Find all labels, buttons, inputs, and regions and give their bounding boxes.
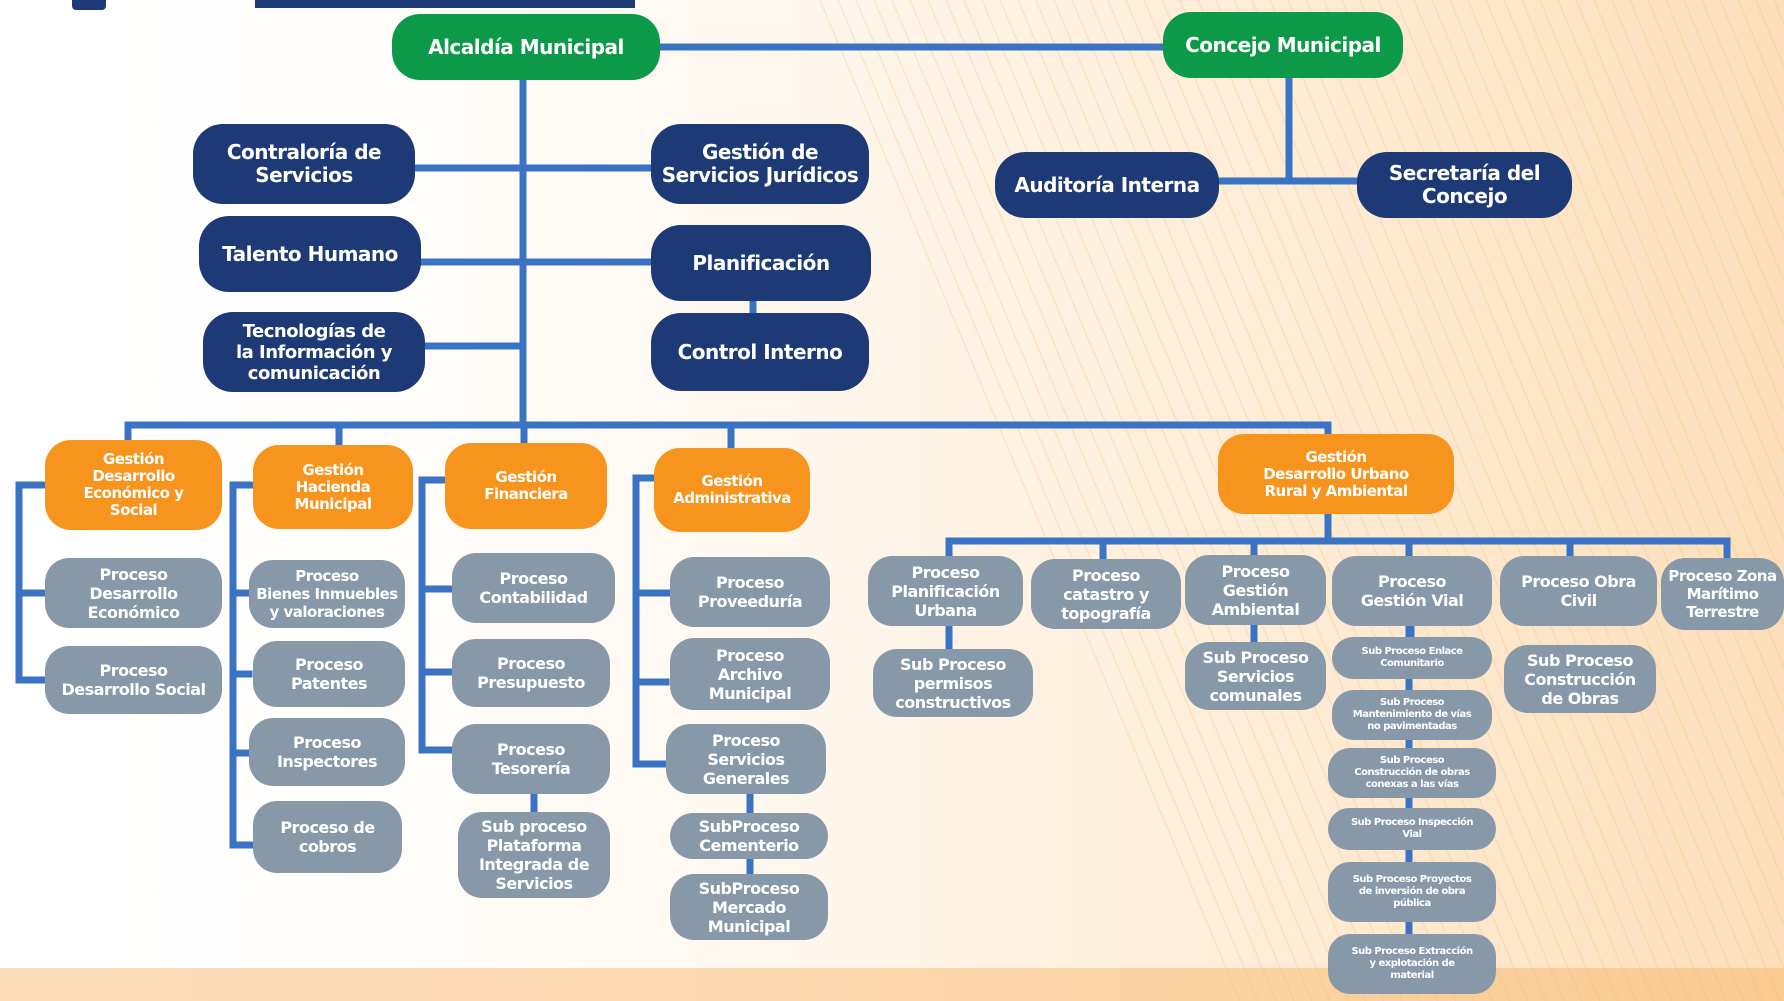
node-proceso-planificacion-urbana: Proceso Planificación Urbana	[868, 556, 1023, 626]
node-proceso-desarrollo-economico: Proceso Desarrollo Económico	[45, 558, 222, 628]
node-proceso-catastro-topografia: Proceso catastro y topografía	[1031, 559, 1181, 629]
node-gestion-servicios-juridicos: Gestión de Servicios Jurídicos	[651, 124, 869, 204]
node-subproceso-inspeccion-vial: Sub Proceso Inspección Vial	[1328, 808, 1496, 850]
node-gestion-administrativa: Gestión Administrativa	[654, 448, 810, 532]
node-proceso-contabilidad: Proceso Contabilidad	[452, 553, 615, 623]
node-subproceso-cementerio: SubProceso Cementerio	[670, 813, 828, 859]
node-proceso-zona-maritimo-terrestre: Proceso Zona Marítimo Terrestre	[1661, 558, 1784, 630]
logo-mark	[72, 0, 106, 10]
node-tecnologias-informacion: Tecnologías de la Información y comunica…	[203, 312, 425, 392]
node-auditoria-interna: Auditoría Interna	[995, 152, 1219, 218]
node-proceso-bienes-inmuebles: Proceso Bienes Inmuebles y valoraciones	[249, 560, 405, 628]
node-contraloria-servicios: Contraloría de Servicios	[193, 124, 415, 204]
node-proceso-desarrollo-social: Proceso Desarrollo Social	[45, 646, 222, 714]
node-gestion-financiera: Gestión Financiera	[445, 443, 607, 529]
node-proceso-cobros: Proceso de cobros	[253, 801, 402, 873]
node-subproceso-construccion-obras: Sub Proceso Construcción de Obras	[1504, 645, 1656, 713]
node-proceso-gestion-ambiental: Proceso Gestión Ambiental	[1185, 555, 1326, 625]
node-planificacion: Planificación	[651, 225, 871, 301]
node-proceso-archivo-municipal: Proceso Archivo Municipal	[670, 638, 830, 710]
node-proceso-inspectores: Proceso Inspectores	[249, 718, 405, 786]
node-proceso-tesoreria: Proceso Tesorería	[452, 724, 610, 794]
node-subproceso-extraccion-material: Sub Proceso Extracción y explotación de …	[1328, 934, 1496, 994]
header-banner	[255, 0, 635, 8]
node-proceso-gestion-vial: Proceso Gestión Vial	[1332, 556, 1492, 626]
node-subproceso-plataforma-integrada: Sub proceso Plataforma Integrada de Serv…	[458, 812, 610, 898]
node-gestion-desarrollo-urbano: Gestión Desarrollo Urbano Rural y Ambien…	[1218, 434, 1454, 514]
node-subproceso-proyectos-inversion: Sub Proceso Proyectos de inversión de ob…	[1328, 862, 1496, 922]
node-proceso-presupuesto: Proceso Presupuesto	[452, 639, 610, 707]
node-proceso-servicios-generales: Proceso Servicios Generales	[666, 724, 826, 794]
node-secretaria-concejo: Secretaría del Concejo	[1357, 152, 1572, 218]
node-talento-humano: Talento Humano	[199, 216, 421, 292]
node-proceso-patentes: Proceso Patentes	[253, 641, 405, 707]
node-subproceso-mantenimiento-vias: Sub Proceso Mantenimiento de vías no pav…	[1332, 690, 1492, 740]
node-proceso-obra-civil: Proceso Obra Civil	[1500, 556, 1657, 626]
node-gestion-desarrollo-economico-social: Gestión Desarrollo Económico y Social	[45, 440, 222, 530]
node-control-interno: Control Interno	[651, 313, 869, 391]
node-subproceso-servicios-comunales: Sub Proceso Servicios comunales	[1185, 642, 1326, 710]
node-subproceso-mercado-municipal: SubProceso Mercado Municipal	[670, 874, 828, 940]
node-subproceso-construccion-obras-conexas: Sub Proceso Construcción de obras conexa…	[1328, 748, 1496, 798]
node-alcaldia-municipal: Alcaldía Municipal	[392, 14, 660, 80]
node-concejo-municipal: Concejo Municipal	[1163, 12, 1403, 78]
node-gestion-hacienda-municipal: Gestión Hacienda Municipal	[253, 445, 413, 529]
node-subproceso-enlace-comunitario: Sub Proceso Enlace Comunitario	[1332, 637, 1492, 679]
node-subproceso-permisos-constructivos: Sub Proceso permisos constructivos	[873, 649, 1033, 717]
node-proceso-proveeduria: Proceso Proveeduría	[670, 557, 830, 627]
